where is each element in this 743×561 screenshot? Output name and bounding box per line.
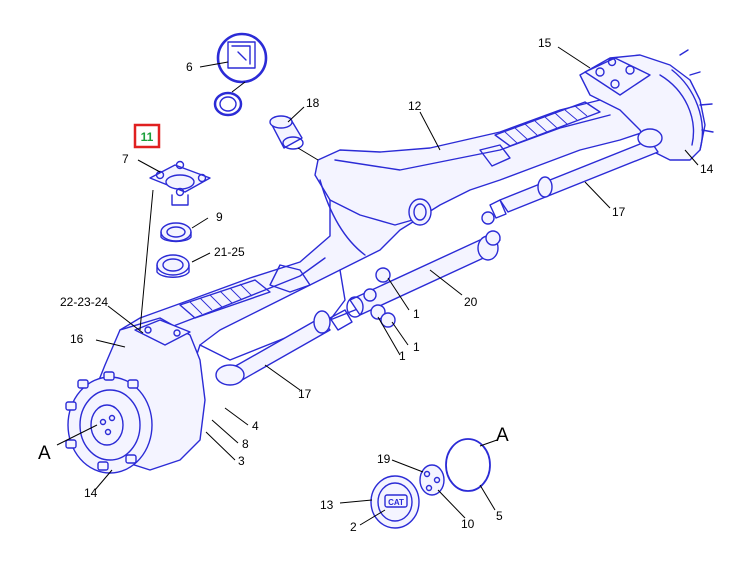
part-21-25-bearing xyxy=(156,254,190,278)
label-16[interactable]: 16 xyxy=(70,332,84,346)
label-14-left[interactable]: 14 xyxy=(84,486,98,500)
label-12[interactable]: 12 xyxy=(408,99,422,113)
label-8[interactable]: 8 xyxy=(242,437,249,451)
part-labels: 6 18 12 15 14 7 9 21-25 17 20 22-23-24 1… xyxy=(38,36,714,534)
part-9-seal xyxy=(160,222,192,243)
leader-lines xyxy=(56,46,699,526)
label-1-b[interactable]: 1 xyxy=(413,340,420,354)
label-21-25[interactable]: 21-25 xyxy=(214,245,245,259)
label-14-right[interactable]: 14 xyxy=(700,162,714,176)
label-22-23-24[interactable]: 22-23-24 xyxy=(60,295,108,309)
cap-logo: CAT xyxy=(388,498,404,507)
label-17-right[interactable]: 17 xyxy=(612,205,626,219)
label-1-a[interactable]: 1 xyxy=(413,307,420,321)
label-5[interactable]: 5 xyxy=(496,509,503,523)
left-hub-assembly xyxy=(65,317,206,474)
highlight-callout-11[interactable]: 11 xyxy=(133,123,161,149)
label-20[interactable]: 20 xyxy=(464,295,478,309)
label-A-left[interactable]: A xyxy=(38,443,51,464)
steering-cylinder-left xyxy=(215,309,353,386)
label-9[interactable]: 9 xyxy=(216,210,223,224)
label-4[interactable]: 4 xyxy=(252,419,259,433)
steering-cylinder-right xyxy=(489,128,663,219)
part-18-bushing xyxy=(269,115,304,150)
label-A-right[interactable]: A xyxy=(496,425,509,446)
label-2[interactable]: 2 xyxy=(350,520,357,534)
part-7-kingpin-cap xyxy=(149,160,211,206)
label-13[interactable]: 13 xyxy=(320,498,334,512)
label-19[interactable]: 19 xyxy=(377,452,391,466)
label-3[interactable]: 3 xyxy=(238,454,245,468)
right-hub-assembly xyxy=(579,49,714,161)
label-15[interactable]: 15 xyxy=(538,36,552,50)
label-1-c[interactable]: 1 xyxy=(399,349,406,363)
label-7[interactable]: 7 xyxy=(122,152,129,166)
ribbed-pad-right xyxy=(494,101,601,147)
label-18[interactable]: 18 xyxy=(306,96,320,110)
label-17-left[interactable]: 17 xyxy=(298,387,312,401)
highlight-label-11: 11 xyxy=(141,130,154,144)
part-6-seal-callout xyxy=(216,32,268,84)
ribbed-pad-left xyxy=(179,279,271,319)
label-6[interactable]: 6 xyxy=(186,60,193,74)
bolt-cluster xyxy=(363,211,501,328)
part-6-o-ring xyxy=(213,91,243,117)
label-10[interactable]: 10 xyxy=(461,517,475,531)
hub-cap-assembly: CAT xyxy=(370,438,491,529)
